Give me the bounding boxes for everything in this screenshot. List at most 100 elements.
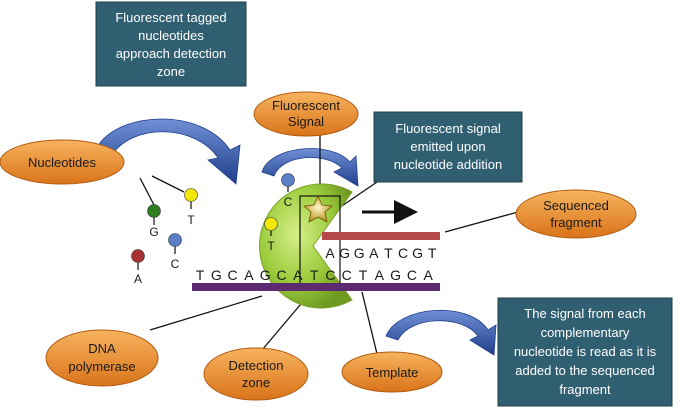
fragment-base: G [354,245,365,261]
polymerase-nucleotide-c: C [281,173,295,209]
box-signal-read: The signal from each complementary nucle… [497,297,673,407]
pointer-line-fragment [444,211,519,233]
box-emitted-line-3: nucleotide addition [394,157,502,172]
oval-detection-zone: Detection zone [203,347,309,401]
fragment-base: T [384,245,393,261]
template-base: C [325,267,335,283]
oval-signal-line-2: Signal [288,114,324,129]
box-emitted: Fluorescent signal emitted upon nucleoti… [373,111,523,183]
template-base: G [390,267,401,283]
template-base: G [211,267,222,283]
box-approach-line-2: nucleotides [138,28,204,43]
polymerase-nucleotides: CT [264,173,295,253]
pointer-line-template [361,291,379,359]
template-base: C [228,267,238,283]
template-base: C [407,267,417,283]
svg-text:nucleotide is read as it is: nucleotide is read as it is [514,344,657,359]
svg-text:polymerase: polymerase [68,359,135,374]
svg-text:emitted upon: emitted upon [410,139,485,154]
svg-text:approach detection: approach detection [116,46,227,61]
box-approach-line-3: approach detection [116,46,227,61]
curved-arrow-nucleotides [94,118,241,185]
dna-polymerase-shape [259,183,353,309]
polymerase-nucleotide-label: T [267,239,275,253]
curved-arrow-top [261,148,359,187]
template-base: T [310,267,319,283]
fragment-base: A [325,245,335,261]
fragment-base: A [369,245,379,261]
fragment-base: C [398,245,408,261]
box-signal-read-line-1: The signal from each [524,306,645,321]
svg-text:Nucleotides: Nucleotides [28,155,96,170]
pointer-line-polymerase [149,295,263,331]
svg-text:fragment: fragment [559,382,611,397]
template-base: A [244,267,254,283]
box-signal-read-line-4: added to the sequenced [515,363,655,378]
box-approach-line-4: zone [157,64,185,79]
polymerase-nucleotide-label: C [284,195,293,209]
svg-text:zone: zone [242,375,270,390]
svg-text:complementary: complementary [541,325,630,340]
svg-text:Detection: Detection [229,358,284,373]
oval-dna-polymerase: DNA polymerase [45,329,159,387]
svg-text:nucleotide addition: nucleotide addition [394,157,502,172]
box-signal-read-line-5: fragment [559,382,611,397]
free-nucleotide-a: A [131,249,145,286]
box-signal-read-line-2: complementary [541,325,630,340]
fragment-strand [322,232,440,240]
oval-fragment-line-2: fragment [550,215,602,230]
fluorescent-star-icon [303,195,333,223]
template-base: C [276,267,286,283]
oval-polymerase-line-1: DNA [88,341,116,356]
oval-detection-line-1: Detection [229,358,284,373]
svg-text:Fluorescent tagged: Fluorescent tagged [115,10,226,25]
oval-fluorescent-signal: Fluorescent Signal [253,91,359,137]
oval-fragment-line-1: Sequenced [543,198,609,213]
svg-text:nucleotides: nucleotides [138,28,204,43]
svg-text:Fluorescent signal: Fluorescent signal [395,121,501,136]
free-nucleotide-c: C [168,233,182,271]
oval-nucleotides: Nucleotides [0,139,125,185]
free-nucleotide-label: A [134,272,142,286]
template-base: A [424,267,434,283]
svg-text:Sequenced: Sequenced [543,198,609,213]
box-signal-read-line-3: nucleotide is read as it is [514,344,657,359]
pointer-line-nucleotides-g [139,177,155,206]
template-base: A [375,267,385,283]
free-nucleotides: G T C A [131,188,198,286]
curved-arrow-signal-read [385,309,497,356]
box-emitted-line-1: Fluorescent signal [395,121,501,136]
oval-nucleotides-label: Nucleotides [28,155,96,170]
oval-sequenced-fragment: Sequenced fragment [515,189,637,239]
oval-signal-line-1: Fluorescent [272,98,340,113]
free-nucleotide-label: C [171,257,180,271]
svg-text:fragment: fragment [550,215,602,230]
fragment-base: G [412,245,423,261]
svg-text:zone: zone [157,64,185,79]
svg-text:DNA: DNA [88,341,116,356]
free-nucleotide-label: T [187,213,195,227]
template-base: G [260,267,271,283]
template-base: T [359,267,368,283]
box-emitted-line-2: emitted upon [410,139,485,154]
free-nucleotide-t: T [184,188,198,227]
template-base: T [196,267,205,283]
svg-text:The signal from each: The signal from each [524,306,645,321]
box-approach-line-1: Fluorescent tagged [115,10,226,25]
svg-text:Fluorescent: Fluorescent [272,98,340,113]
pointer-line-nucleotides-t [151,175,185,193]
pointer-line-detection [261,297,307,351]
template-strand [192,283,440,291]
free-nucleotide-label: G [149,225,158,239]
svg-text:Template: Template [366,365,419,380]
template-base: A [293,267,303,283]
polymerase-nucleotide-t: T [264,217,278,253]
box-approach: Fluorescent tagged nucleotides approach … [95,1,247,87]
svg-text:Signal: Signal [288,114,324,129]
oval-template: Template [341,351,443,393]
oval-polymerase-line-2: polymerase [68,359,135,374]
